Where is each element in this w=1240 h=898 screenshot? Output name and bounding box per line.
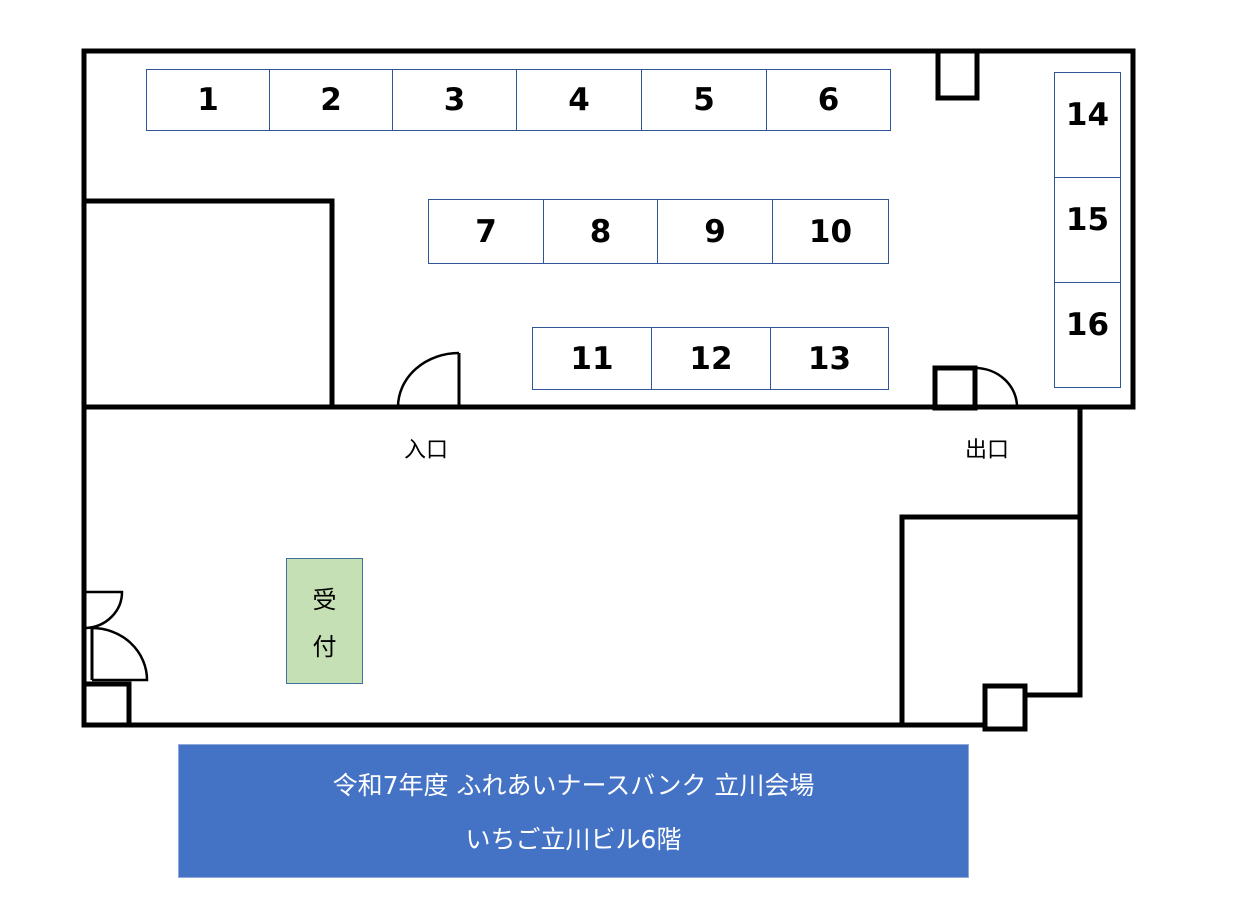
door-icons: [84, 351, 1019, 682]
reception-label-1: 受: [312, 586, 337, 614]
booth-2: 2: [269, 69, 393, 131]
venue-banner: 令和7年度 ふれあいナースバンク 立川会場 いちご立川ビル6階: [178, 744, 969, 878]
storage-room-wall: [899, 514, 1080, 725]
booth-14: 14: [1054, 72, 1121, 178]
booth-8: 8: [543, 199, 658, 264]
side-room-wall: [84, 198, 335, 407]
lobby-wall: [1025, 407, 1083, 698]
booth-11: 11: [532, 327, 652, 390]
reception-label-2: 付: [312, 633, 337, 661]
booth-6: 6: [766, 69, 891, 131]
booth-5: 5: [641, 69, 767, 131]
booth-13: 13: [770, 327, 889, 390]
pillar: [982, 683, 1028, 732]
banner-subtitle: いちご立川ビル6階: [465, 825, 682, 854]
entrance-label: 入口: [404, 438, 449, 463]
booth-4: 4: [516, 69, 642, 131]
banner-title: 令和7年度 ふれあいナースバンク 立川会場: [332, 771, 815, 800]
booth-1: 1: [146, 69, 270, 131]
booth-16: 16: [1054, 282, 1121, 388]
exit-door-icon: [974, 366, 1019, 408]
lobby-wall: [81, 407, 985, 728]
side-door-icon: [91, 626, 149, 682]
booth-10: 10: [772, 199, 889, 264]
booth-15: 15: [1054, 177, 1121, 283]
booth-3: 3: [392, 69, 517, 131]
side-door-icon: [84, 590, 124, 630]
booth-7: 7: [428, 199, 544, 264]
pillar: [81, 681, 132, 728]
pillar: [935, 48, 980, 101]
entrance-door-icon: [396, 351, 460, 408]
exit-label: 出口: [965, 438, 1010, 463]
reception-desk: 受 付: [286, 558, 363, 684]
booth-12: 12: [651, 327, 771, 390]
booth-9: 9: [657, 199, 773, 264]
main-hall-wall: [81, 48, 1136, 410]
pillar: [932, 365, 978, 411]
